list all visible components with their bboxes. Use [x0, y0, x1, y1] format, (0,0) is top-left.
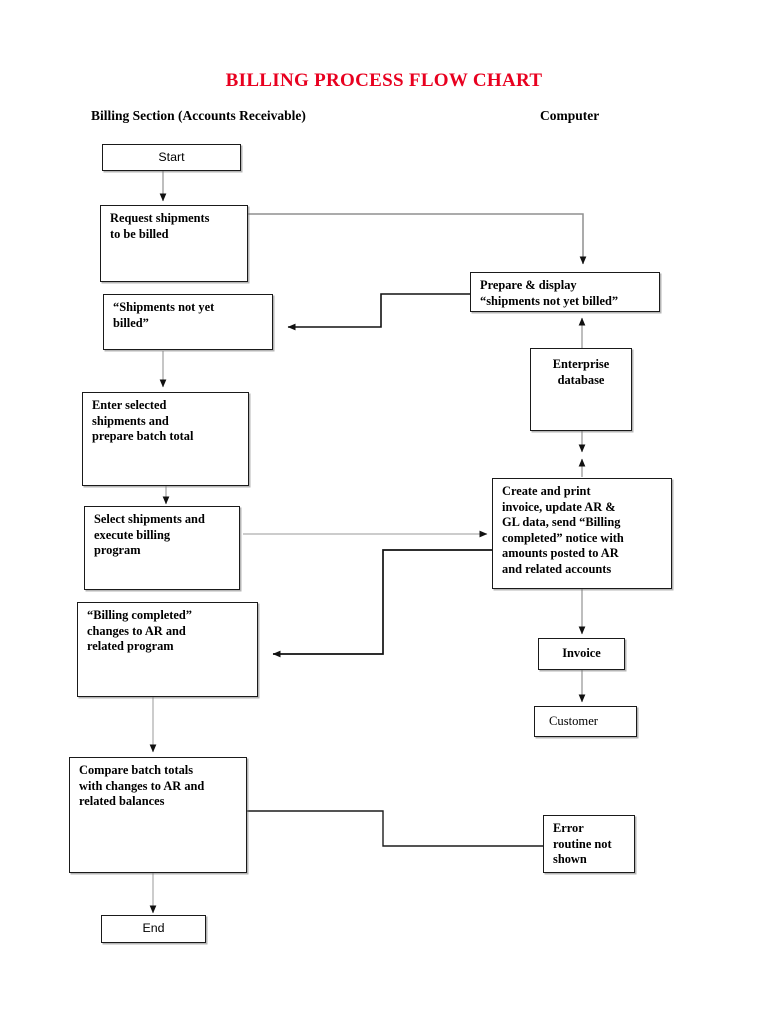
node-create-and-print[interactable]: Create and print invoice, update AR & GL…: [492, 478, 672, 589]
node-enter-selected[interactable]: Enter selected shipments and prepare bat…: [82, 392, 249, 486]
node-create-and-print-label: Create and print invoice, update AR & GL…: [502, 484, 624, 576]
node-invoice[interactable]: Invoice: [538, 638, 625, 670]
connector-prepare-display-to-shipments-not-yet-billed: [287, 293, 470, 331]
node-shipments-not-yet-billed-label: “Shipments not yet billed”: [113, 300, 215, 330]
node-error-routine-label: Error routine not shown: [553, 821, 612, 867]
node-enter-selected-label: Enter selected shipments and prepare bat…: [92, 398, 194, 444]
node-end[interactable]: End: [101, 915, 206, 943]
column-header-computer: Computer: [540, 108, 600, 123]
column-header-billing-section: Billing Section (Accounts Receivable): [91, 108, 306, 123]
node-request-shipments[interactable]: Request shipments to be billed: [100, 205, 248, 282]
connector-create-and-print-to-billing-completed: [272, 549, 492, 658]
node-prepare-display-label: Prepare & display “shipments not yet bil…: [480, 278, 619, 308]
node-request-shipments-label: Request shipments to be billed: [110, 211, 210, 241]
node-customer-label: Customer: [549, 713, 598, 728]
node-billing-completed[interactable]: “Billing completed” changes to AR and re…: [77, 602, 258, 697]
node-select-shipments-label: Select shipments and execute billing pro…: [94, 512, 205, 558]
node-error-routine[interactable]: Error routine not shown: [543, 815, 635, 873]
node-billing-completed-label: “Billing completed” changes to AR and re…: [87, 608, 192, 654]
node-customer[interactable]: Customer: [534, 706, 637, 737]
connector-compare-batch-to-error-routine: [227, 810, 543, 847]
node-select-shipments[interactable]: Select shipments and execute billing pro…: [84, 506, 240, 590]
page-title: BILLING PROCESS FLOW CHART: [225, 70, 543, 91]
node-compare-batch-totals[interactable]: Compare batch totals with changes to AR …: [69, 757, 247, 873]
node-end-label: End: [142, 921, 165, 936]
node-shipments-not-yet-billed[interactable]: “Shipments not yet billed”: [103, 294, 273, 350]
node-compare-batch-totals-label: Compare batch totals with changes to AR …: [79, 763, 205, 809]
connector-request-to-prepare-display: [246, 213, 587, 265]
node-prepare-display[interactable]: Prepare & display “shipments not yet bil…: [470, 272, 660, 312]
node-enterprise-database[interactable]: Enterprise database: [530, 348, 632, 431]
node-start[interactable]: Start: [102, 144, 241, 171]
node-enterprise-database-label: Enterprise database: [552, 357, 610, 387]
node-start-label: Start: [158, 149, 185, 164]
node-invoice-label: Invoice: [562, 646, 601, 661]
